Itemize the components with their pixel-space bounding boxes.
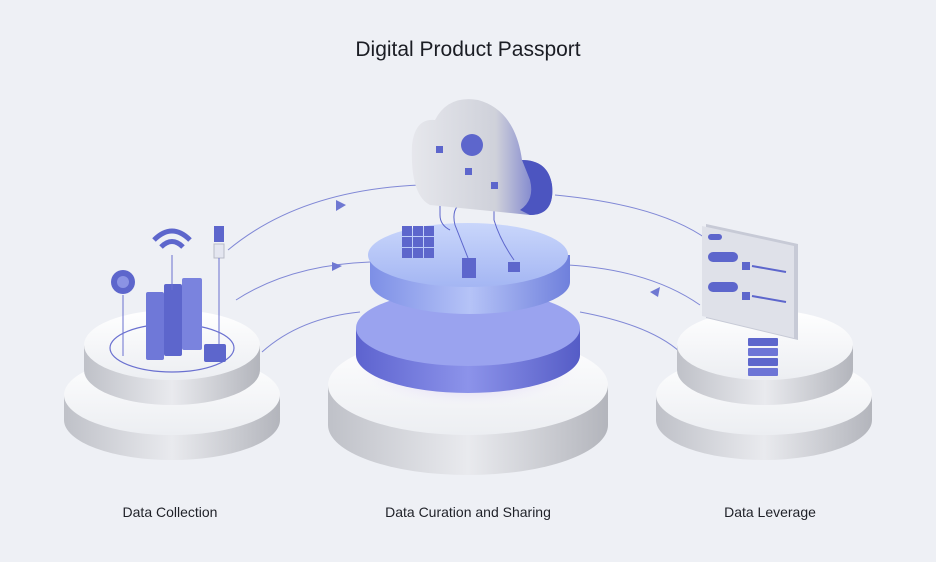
cloud-node-icon	[461, 134, 483, 156]
stage-label-data-collection: Data Collection	[122, 504, 218, 520]
arrowheads	[332, 200, 660, 297]
arrow-collection-to-curation-lower	[261, 311, 361, 353]
gauge-sensor-icon	[111, 270, 135, 356]
arrow-collection-to-cloud	[227, 184, 421, 251]
sensor-probe-icon	[213, 226, 225, 345]
node-icon	[508, 262, 520, 272]
connector-arrows	[227, 184, 709, 353]
wifi-icon	[152, 228, 192, 290]
arrow-leverage-to-cloud	[554, 194, 709, 241]
arrowhead-icon	[332, 262, 342, 271]
server-rack-icon	[146, 292, 164, 360]
arrow-collection-to-curation-upper	[235, 261, 371, 301]
database-grid-icon	[402, 226, 434, 258]
arrowhead-icon	[650, 287, 660, 297]
dashboard-panel-icon	[702, 224, 798, 340]
arrow-leverage-to-curation-lower	[579, 311, 681, 353]
data-leverage-platform	[656, 224, 872, 460]
data-curation-platform	[328, 150, 608, 475]
stage-label-data-curation: Data Curation and Sharing	[385, 504, 551, 520]
arrow-leverage-to-curation-upper	[567, 264, 701, 306]
layers-stack-icon	[748, 338, 778, 376]
cloud-icon	[411, 99, 553, 215]
page-title: Digital Product Passport	[355, 38, 581, 61]
storage-unit-icon	[462, 258, 476, 278]
stage-label-data-leverage: Data Leverage	[724, 504, 816, 520]
arrowhead-icon	[336, 200, 346, 211]
device-box-icon	[204, 344, 226, 362]
data-collection-platform	[64, 226, 280, 460]
